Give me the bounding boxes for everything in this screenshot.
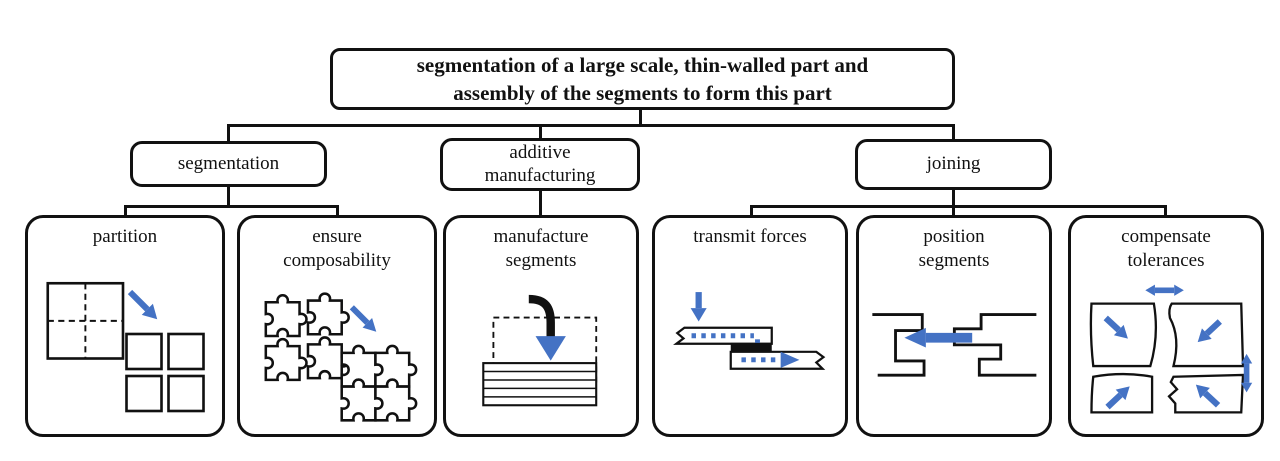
bonded-plates-illustration-icon (672, 292, 825, 370)
branch-label-joining: joining (926, 153, 981, 175)
puzzle-pieces-illustration-icon (264, 292, 418, 422)
partition-illustration-icon (46, 281, 206, 413)
connector-to-segmentation (227, 124, 230, 142)
connector-to-ensure-composability (336, 205, 339, 217)
leaf-node-ensure-composability: ensure composability (237, 215, 437, 437)
root-title-line1: segmentation of a large scale, thin-wall… (416, 52, 869, 77)
branch-node-additive-manufacturing: additive manufacturing (440, 138, 640, 191)
leaf-label-position-segments: position segments (918, 226, 990, 271)
connector-to-compensate-tolerances (1164, 205, 1167, 217)
connector-joining-drop (952, 188, 955, 216)
connector-to-transmit-forces (750, 205, 753, 217)
connector-to-partition (124, 205, 127, 217)
leaf-node-position-segments: position segments (856, 215, 1052, 437)
leaf-label-manufacture-segments: manufacture segments (493, 226, 589, 271)
connector-joining-bus (750, 205, 1167, 208)
connector-segmentation-drop (227, 185, 230, 207)
leaf-label-transmit-forces: transmit forces (693, 226, 807, 247)
connector-to-joining (952, 124, 955, 141)
leaf-node-transmit-forces: transmit forces (652, 215, 848, 437)
connector-root-drop (639, 108, 642, 126)
leaf-label-ensure-composability: ensure composability (283, 226, 391, 271)
leaf-node-manufacture-segments: manufacture segments (443, 215, 639, 437)
branch-label-additive-manufacturing: additive manufacturing (484, 142, 596, 186)
connector-to-manufacture-segments (539, 189, 542, 216)
connector-level1-bus (227, 124, 955, 127)
branch-label-segmentation: segmentation (177, 152, 280, 174)
branch-node-segmentation: segmentation (130, 141, 327, 187)
tolerance-segments-illustration-icon (1089, 278, 1254, 422)
root-title-line2: assembly of the segments to form this pa… (453, 81, 832, 105)
connector-to-additive-manufacturing (539, 124, 542, 140)
leaf-label-partition: partition (92, 226, 158, 247)
printing-nozzle-illustration-icon (482, 294, 598, 407)
interlocking-joint-illustration-icon (871, 313, 1037, 377)
leaf-label-compensate-tolerances: compensate tolerances (1121, 226, 1211, 271)
connector-segmentation-bus (124, 205, 339, 208)
leaf-node-compensate-tolerances: compensate tolerances (1068, 215, 1264, 437)
root-node: segmentation of a large scale, thin-wall… (330, 48, 955, 110)
leaf-node-partition: partition (25, 215, 225, 437)
branch-node-joining: joining (855, 139, 1052, 190)
